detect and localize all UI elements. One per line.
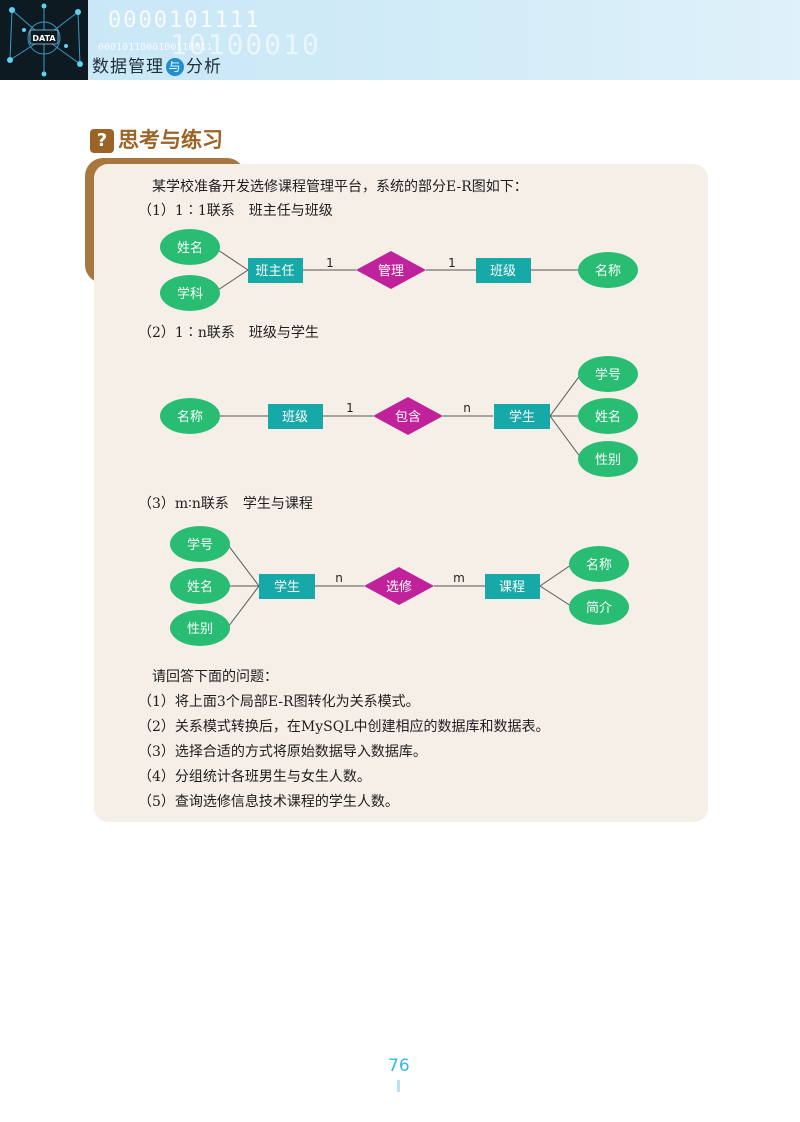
binary-decoration-small: 0001011000100110011 — [98, 42, 213, 53]
cardinality-label: 1 — [326, 256, 334, 270]
relationship-label: 管理 — [378, 264, 404, 279]
data-management-logo: DATA — [0, 0, 88, 80]
question-item: （3）选择合适的方式将原始数据导入数据库。 — [138, 744, 427, 760]
book-title: 数据管理与分析 — [92, 52, 222, 77]
relationship-label: 选修 — [386, 580, 412, 595]
entity-box — [248, 258, 303, 283]
question-item: （4）分组统计各班男生与女生人数。 — [138, 769, 371, 785]
attribute-ellipse — [160, 398, 220, 434]
attribute-label: 名称 — [586, 557, 612, 573]
attribute-ellipse — [578, 356, 638, 392]
relationship-diamond — [373, 397, 443, 435]
section-title-text: 思考与练习 — [118, 128, 223, 152]
entity-label: 班主任 — [255, 264, 294, 279]
diagram-1-label: （1）1∶1联系 班主任与班级 — [138, 203, 333, 219]
attribute-label: 学科 — [177, 286, 203, 302]
book-title-part1: 数据管理 — [92, 57, 164, 77]
binary-decoration: 0000101111 — [108, 8, 261, 33]
attribute-label: 性别 — [595, 453, 621, 468]
cardinality-label: 1 — [346, 401, 354, 415]
attribute-label: 学号 — [187, 537, 213, 553]
attribute-ellipse — [160, 275, 220, 311]
attribute-label: 简介 — [586, 600, 612, 616]
binary-decoration-2: 10100010 — [170, 28, 321, 61]
diagram-3-label: （3）m∶n联系 学生与课程 — [138, 496, 313, 512]
entity-box — [494, 404, 550, 429]
entity-box — [268, 404, 323, 429]
questions-title: 请回答下面的问题： — [152, 669, 278, 685]
relationship-label: 包含 — [395, 409, 421, 425]
attribute-label: 名称 — [595, 263, 621, 279]
attribute-ellipse — [578, 398, 638, 434]
page-number-bar — [397, 1080, 400, 1092]
intro-text: 某学校准备开发选修课程管理平台，系统的部分E-R图如下： — [152, 179, 528, 195]
page-number: 76 — [388, 1056, 410, 1076]
er-diagram-3: 学号 姓名 性别 学生 n 选修 m 课程 名称 简介 — [170, 526, 629, 646]
entity-label: 学生 — [274, 579, 300, 595]
cardinality-label: n — [463, 401, 471, 415]
attribute-ellipse — [578, 252, 638, 288]
network-icon: DATA — [7, 3, 83, 77]
page-header: DATA 0000101111 10100010 000101100010011… — [0, 0, 800, 80]
entity-box — [485, 574, 540, 599]
attribute-label: 性别 — [187, 622, 213, 637]
attribute-ellipse — [170, 526, 230, 562]
attribute-ellipse — [578, 441, 638, 477]
attribute-label: 姓名 — [187, 579, 213, 595]
relationship-diamond — [364, 567, 434, 605]
logo-text: DATA — [32, 34, 56, 43]
question-item: （2）关系模式转换后，在MySQL中创建相应的数据库和数据表。 — [138, 719, 550, 735]
entity-label: 班级 — [282, 410, 308, 425]
er-diagram-1: 姓名 学科 班主任 1 管理 1 班级 名称 — [160, 229, 638, 311]
attribute-ellipse — [160, 229, 220, 265]
question-item: （5）查询选修信息技术课程的学生人数。 — [138, 794, 399, 810]
attribute-ellipse — [170, 568, 230, 604]
attribute-ellipse — [569, 589, 629, 625]
cardinality-label: 1 — [448, 256, 456, 270]
entity-box — [476, 258, 531, 283]
entity-label: 班级 — [490, 264, 516, 279]
attribute-ellipse — [170, 610, 230, 646]
cardinality-label: n — [335, 571, 343, 585]
section-title: ?思考与练习 — [90, 124, 223, 153]
er-diagram-2: 名称 班级 1 包含 n 学生 学号 姓名 性别 — [160, 356, 638, 477]
entity-label: 课程 — [499, 580, 525, 595]
question-icon: ? — [90, 129, 114, 153]
entity-label: 学生 — [509, 409, 535, 425]
cardinality-label: m — [453, 571, 465, 585]
entity-box — [259, 574, 315, 599]
attribute-label: 名称 — [177, 409, 203, 425]
conjunction-badge: 与 — [166, 58, 184, 76]
attribute-label: 学号 — [595, 367, 621, 383]
attribute-label: 姓名 — [595, 409, 621, 425]
attribute-ellipse — [569, 546, 629, 582]
diagram-2-label: （2）1∶n联系 班级与学生 — [138, 325, 319, 341]
question-item: （1）将上面3个局部E-R图转化为关系模式。 — [138, 694, 420, 710]
relationship-diamond — [356, 251, 426, 289]
attribute-label: 姓名 — [177, 240, 203, 256]
book-title-part2: 分析 — [186, 57, 222, 77]
